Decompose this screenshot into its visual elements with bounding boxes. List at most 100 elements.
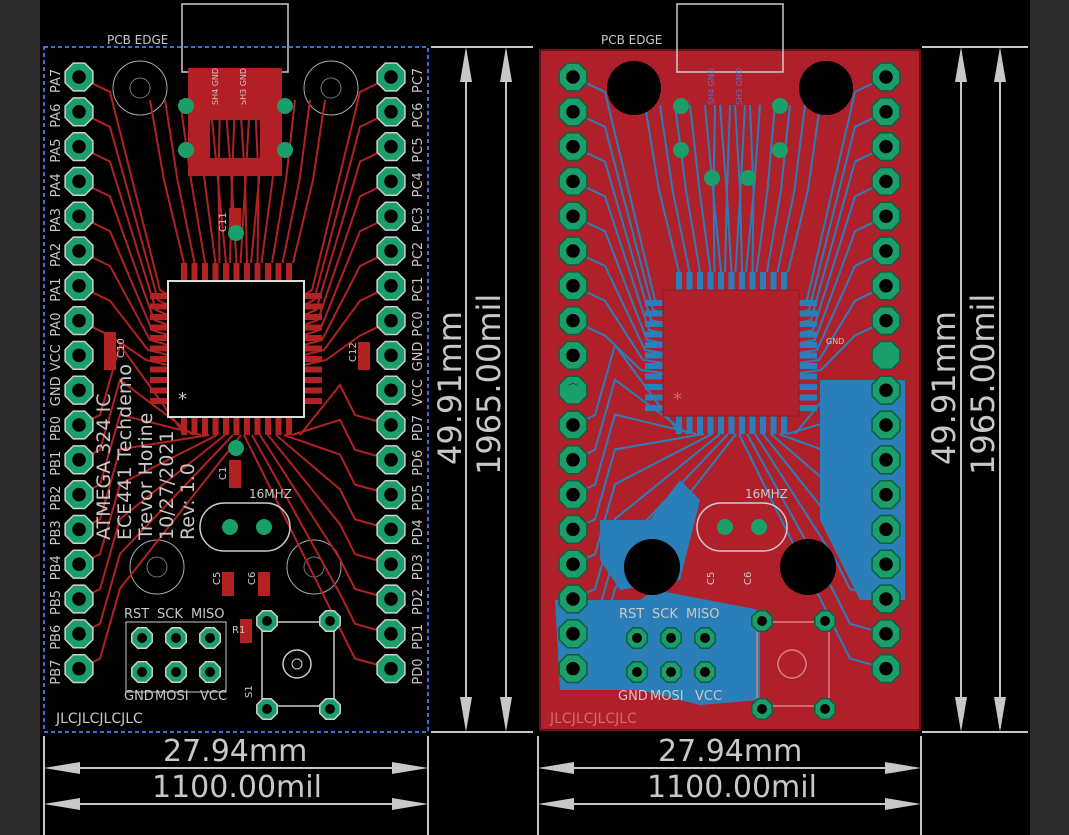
cap-c5-top: C5: [212, 572, 223, 585]
header-label-right: PD4: [411, 519, 426, 545]
pad-drill: [72, 592, 86, 606]
pad-drill: [262, 704, 272, 714]
pad-drill: [566, 209, 580, 223]
pad-drill: [205, 633, 215, 643]
cap-c5-bottom: C5: [706, 572, 717, 585]
pad-drill: [879, 279, 893, 293]
header-label-left: VCC: [49, 344, 64, 371]
header-label-left: PA3: [49, 208, 64, 232]
isp-vcc-label: VCC: [200, 689, 227, 704]
mount-holes-top: [112, 60, 359, 595]
cap-c12: C12: [348, 342, 359, 362]
isp-sck-label: SCK: [157, 607, 183, 622]
pin1-marker-top: *: [178, 389, 187, 410]
usb-label-sh3-top: SH3 GND: [239, 68, 248, 105]
pad-drill: [171, 667, 181, 677]
pad-drill: [72, 105, 86, 119]
pad-drill: [666, 667, 676, 677]
header-label-right: PC5: [411, 137, 426, 162]
pad-drill: [879, 661, 893, 676]
mcu-chip-top: *: [150, 263, 322, 435]
pad-drill: [384, 522, 398, 537]
footer-label-bottom: JLCJLCJLCJLC: [549, 711, 637, 727]
cap-c6-top: C6: [247, 572, 258, 585]
via: [740, 170, 756, 186]
pad-drill: [384, 592, 398, 606]
header-label-right: PD0: [411, 658, 426, 684]
cap-c1: C1: [218, 467, 229, 480]
via: [772, 98, 788, 114]
dim-height-mil-right: 1965.00mil: [964, 294, 1002, 475]
pad-drill: [879, 557, 893, 571]
isp-header-bottom: RST SCK MISO GND MOSI VCC: [618, 607, 722, 704]
pad-drill: [700, 667, 710, 677]
pad-drill: [879, 592, 893, 606]
isp-mosi-label-b: MOSI: [650, 689, 684, 704]
pad-drill: [879, 105, 893, 119]
isp-miso-label: MISO: [191, 607, 225, 622]
pad-drill: [566, 453, 580, 467]
usb-label-sh3-bottom: SH3 GND: [735, 68, 744, 105]
pad-drill: [384, 174, 398, 189]
header-pads-top: [64, 62, 406, 720]
header-label-right: PC2: [411, 242, 426, 267]
header-label-right: PC7: [411, 68, 426, 93]
pad-drill: [566, 279, 580, 293]
crystal-label-top: 16MHZ: [249, 487, 292, 501]
header-labels-left-top: PA7PA6PA5PA4PA3PA2PA1PA0VCCGNDPB0PB1PB2P…: [49, 69, 64, 685]
via: [222, 519, 238, 535]
header-label-left: PA1: [49, 278, 64, 302]
pad-drill: [72, 487, 86, 502]
resistor-r1: R1: [232, 625, 245, 636]
pad-drill: [262, 616, 272, 626]
board-text-top: ATMEGA 324 IC ECE441 Techdemo Trevor Hor…: [93, 364, 199, 541]
pad-drill: [566, 139, 580, 154]
pad-drill: [171, 633, 181, 643]
usb-label-sh4-bottom: SH4 GND: [707, 68, 716, 105]
header-label-right: PD7: [411, 415, 426, 441]
via: [178, 142, 194, 158]
via: [772, 142, 788, 158]
header-label-right: PD6: [411, 450, 426, 476]
pad-drill: [879, 244, 893, 258]
dim-width-mm-right: 27.94mm: [658, 734, 802, 769]
pad-drill: [384, 139, 398, 154]
header-label-left: PA2: [49, 243, 64, 267]
pad-drill: [879, 174, 893, 189]
mcu-footprint-bottom: *: [645, 272, 817, 434]
pad-drill: [566, 557, 580, 571]
pad-drill: [384, 348, 398, 363]
pad-drill: [820, 704, 830, 714]
pad-drill: [72, 383, 86, 397]
pad-drill: [384, 70, 398, 84]
header-label-right: PC1: [411, 277, 426, 302]
pad-drill: [879, 139, 893, 154]
pad-drill: [384, 418, 398, 432]
isp-sck-label-b: SCK: [652, 607, 678, 622]
pad-drill: [384, 279, 398, 293]
pad-drill: [566, 244, 580, 258]
pad-drill: [757, 616, 767, 626]
pad-drill: [72, 313, 86, 328]
pad-drill: [384, 557, 398, 571]
header-label-left: PB5: [49, 590, 64, 615]
pad-drill: [566, 313, 580, 328]
cap-c6-bottom: C6: [743, 572, 754, 585]
pad-drill: [72, 453, 86, 467]
switch-bottom: [756, 621, 830, 707]
pad-drill: [384, 383, 398, 397]
dimension-lines: [43, 46, 1028, 835]
pad-drill: [632, 667, 642, 677]
pad-drill: [72, 418, 86, 432]
pcb-edge-label-top: PCB EDGE: [107, 33, 168, 47]
pad-drill: [325, 704, 335, 714]
via: [256, 519, 272, 535]
board-outline-top: [43, 46, 429, 733]
dimension-labels: 49.91mm 1965.00mil 49.91mm 1965.00mil 27…: [152, 294, 1002, 805]
board-text-line-3: Trevor Horine: [135, 413, 157, 541]
pad-drill: [632, 633, 642, 643]
pad-drill: [566, 70, 580, 84]
board-text-line-5: Rev: 1.0: [177, 463, 199, 540]
